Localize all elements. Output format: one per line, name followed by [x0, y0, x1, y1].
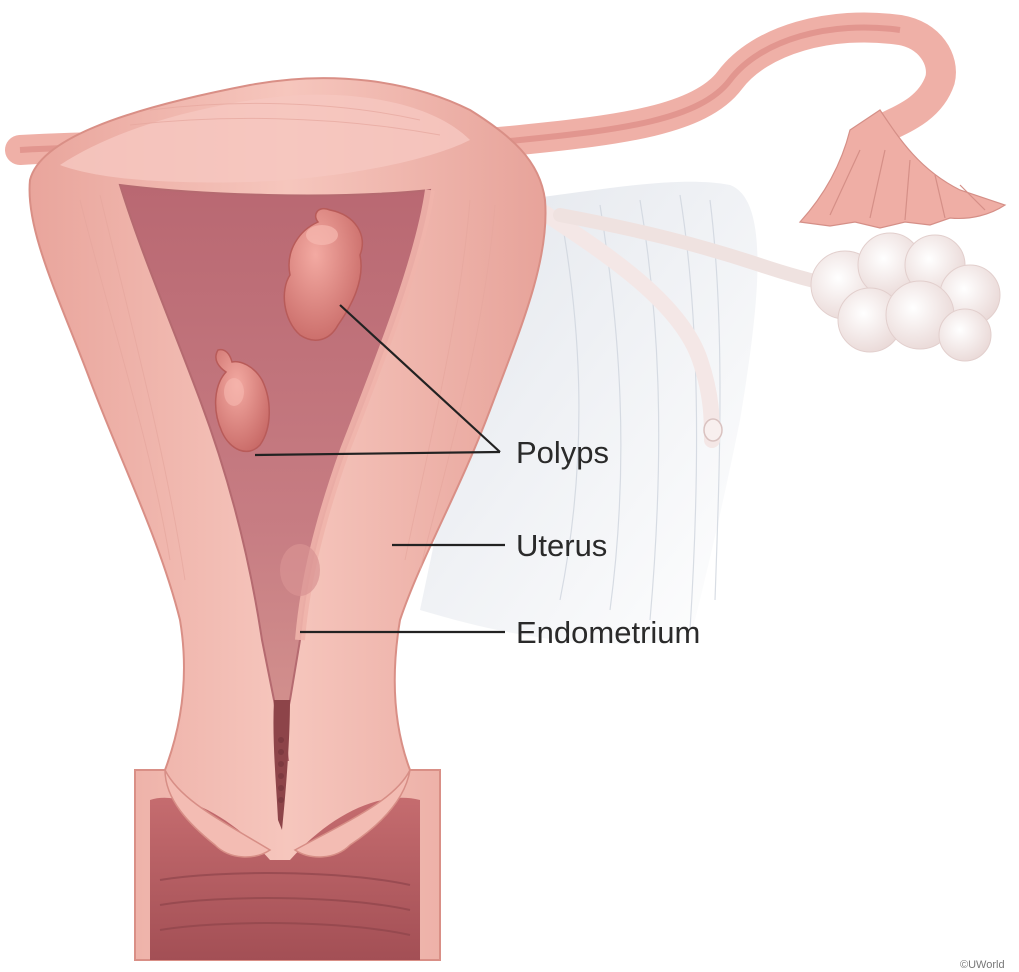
round-ligament-end — [704, 419, 722, 441]
copyright-credit: ©UWorld — [960, 959, 1005, 971]
endometrial-bulge — [280, 544, 320, 596]
label-endometrium: Endometrium — [516, 615, 700, 650]
label-uterus: Uterus — [516, 528, 607, 563]
label-polyps: Polyps — [516, 435, 609, 470]
ovary — [811, 233, 1000, 361]
